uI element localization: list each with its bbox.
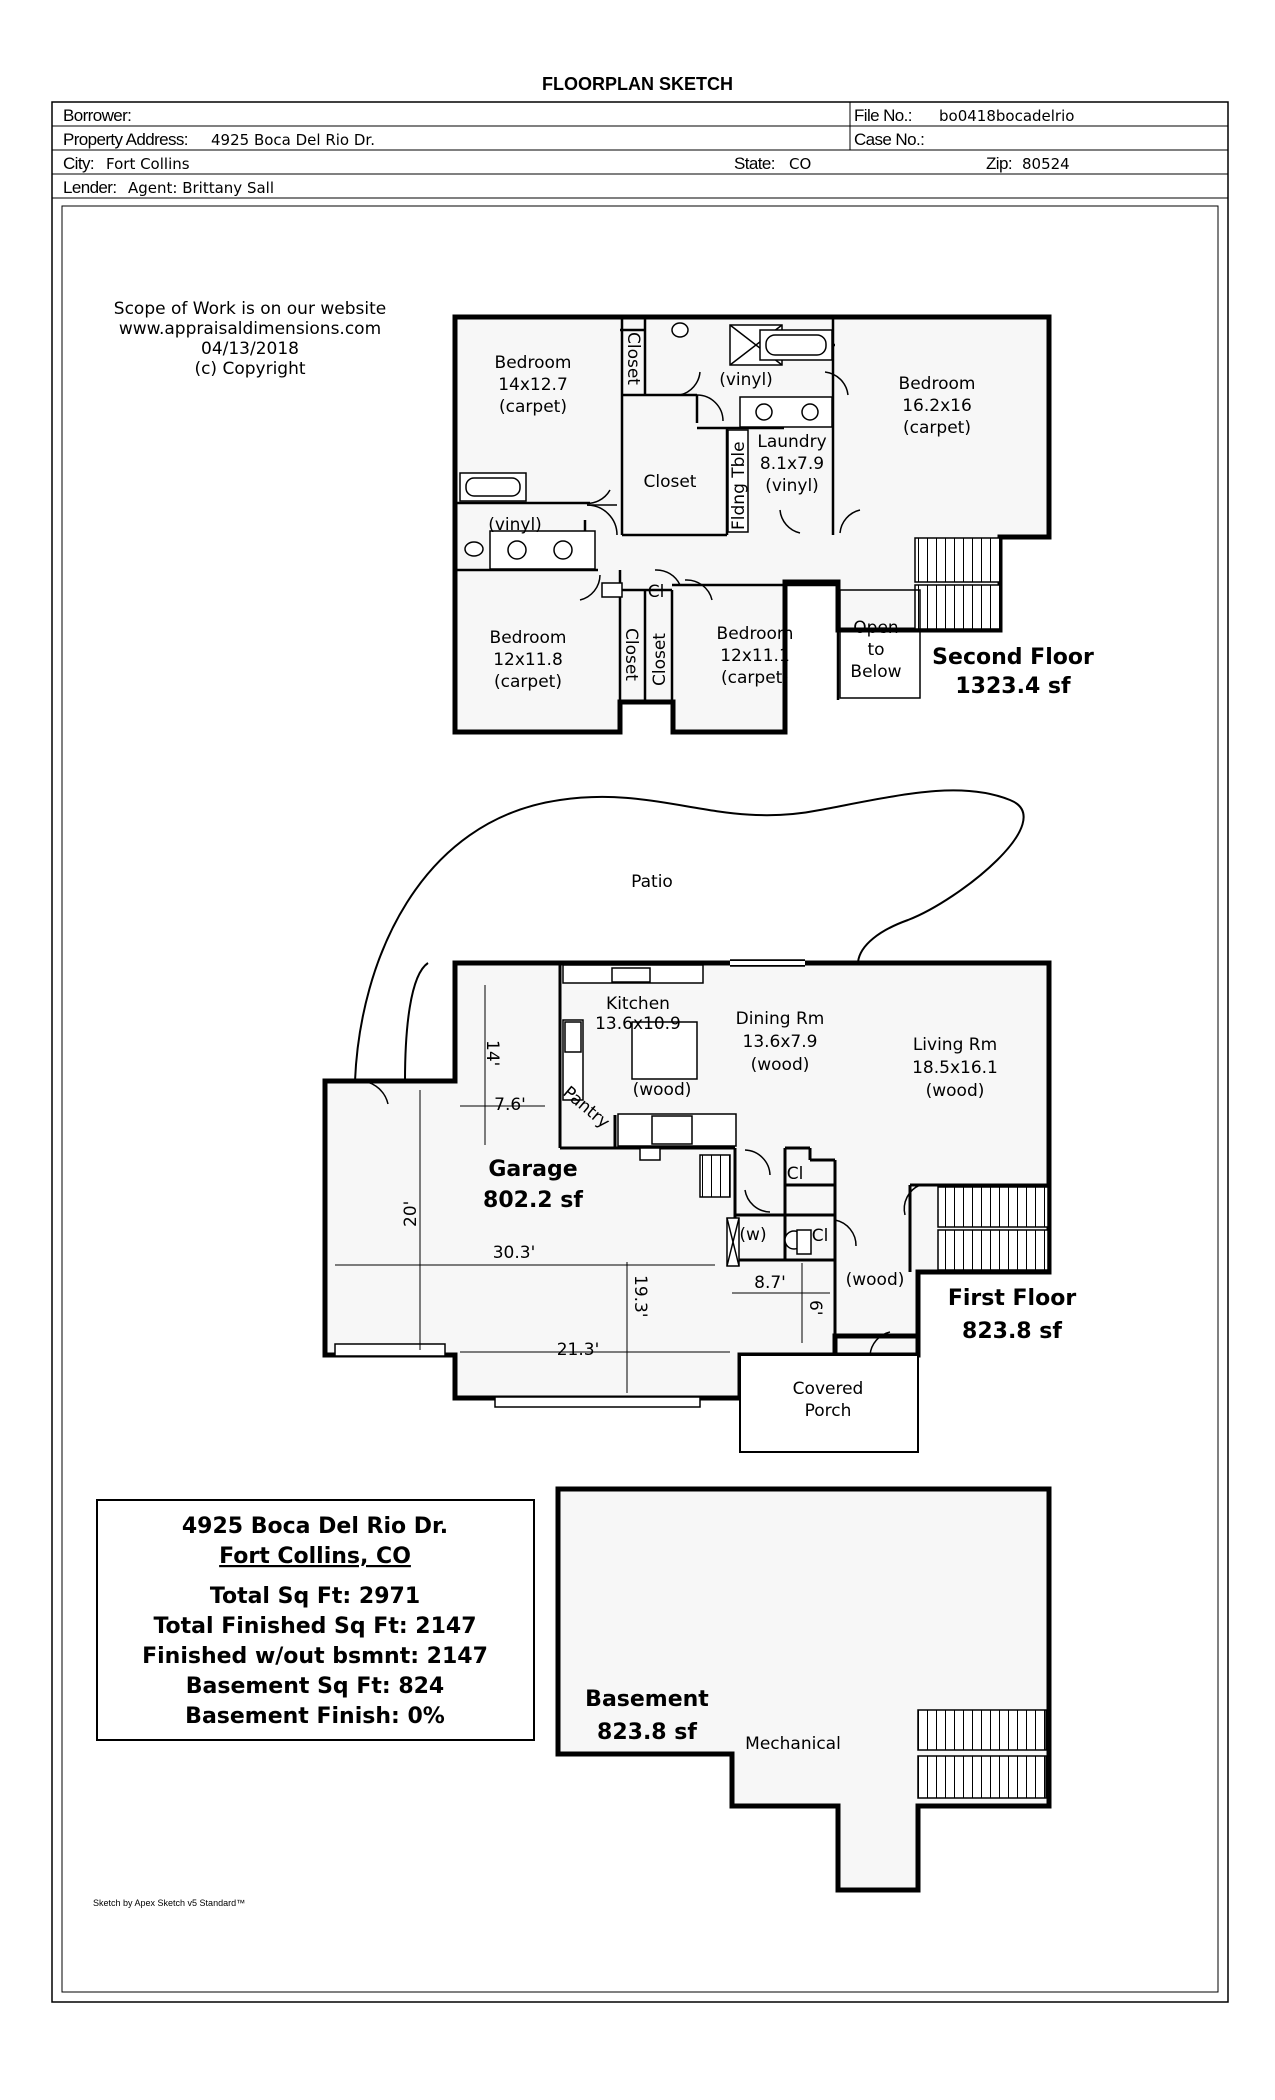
bedroom-ne-floor: (carpet) bbox=[903, 418, 971, 438]
powder-room-label: (w) bbox=[739, 1225, 766, 1245]
scope-note-line4: (c) Copyright bbox=[194, 359, 305, 379]
file-no-value: bo0418bocadelrio bbox=[939, 107, 1075, 125]
closet-low-b-label: Closet bbox=[650, 633, 670, 686]
dining-label: Dining Rm bbox=[736, 1009, 825, 1029]
basement-name: Basement bbox=[585, 1687, 709, 1712]
summary-address: 4925 Boca Del Rio Dr. bbox=[182, 1514, 448, 1539]
first-floor-plan: Patio Kitchen 13.6x10.9 (wood) Dining Rm… bbox=[322, 789, 1076, 1453]
second-floor-area: 1323.4 sf bbox=[955, 674, 1071, 699]
bedroom-s-floor: (carpet) bbox=[721, 668, 789, 688]
cl-lower-label: Cl bbox=[812, 1226, 829, 1246]
living-floor: (wood) bbox=[926, 1081, 985, 1101]
lender-value: Agent: Brittany Sall bbox=[128, 179, 275, 197]
master-bath-floor: (vinyl) bbox=[719, 370, 773, 390]
dim-21-3: 21.3' bbox=[557, 1340, 600, 1360]
second-floor-plan: Bedroom 14x12.7 (carpet) Bedroom 16.2x16… bbox=[452, 314, 1094, 735]
living-label: Living Rm bbox=[913, 1035, 997, 1055]
garage-name: Garage bbox=[488, 1157, 577, 1182]
closet-mid-label: Closet bbox=[644, 472, 697, 492]
case-no-label: Case No.: bbox=[854, 130, 925, 149]
dim-19-3: 19.3' bbox=[630, 1275, 650, 1318]
file-no-label: File No.: bbox=[854, 106, 913, 125]
summary-basement-finish: Basement Finish: 0% bbox=[185, 1704, 445, 1729]
closet-top-label: Closet bbox=[623, 332, 643, 385]
patio-label: Patio bbox=[631, 872, 673, 892]
kitchen-label: Kitchen bbox=[606, 994, 670, 1014]
header-form-lines bbox=[51, 101, 1229, 2003]
dining-floor: (wood) bbox=[751, 1055, 810, 1075]
bedroom-ne-dims: 16.2x16 bbox=[902, 396, 972, 416]
living-dims: 18.5x16.1 bbox=[912, 1058, 998, 1078]
dim-20: 20' bbox=[401, 1201, 421, 1227]
hall-bath-floor: (vinyl) bbox=[488, 515, 542, 535]
dim-8-7: 8.7' bbox=[754, 1273, 786, 1293]
covered-porch-line2: Porch bbox=[805, 1401, 852, 1421]
open-below-line2: to bbox=[867, 640, 884, 660]
city-value: Fort Collins bbox=[106, 155, 190, 173]
state-value: CO bbox=[789, 155, 812, 173]
laundry-dims: 8.1x7.9 bbox=[760, 454, 824, 474]
basement-area: 823.8 sf bbox=[597, 1720, 697, 1745]
summary-finished-wo-bsmnt: Finished w/out bsmnt: 2147 bbox=[142, 1644, 488, 1669]
dining-dims: 13.6x7.9 bbox=[743, 1032, 818, 1052]
zip-value: 80524 bbox=[1022, 155, 1070, 173]
entry-floor: (wood) bbox=[846, 1270, 905, 1290]
bedroom-sw-floor: (carpet) bbox=[494, 672, 562, 692]
dim-14: 14' bbox=[482, 1040, 502, 1066]
sketch-footer: Sketch by Apex Sketch v5 Standard™ bbox=[93, 1898, 246, 1908]
mechanical-label: Mechanical bbox=[745, 1734, 841, 1754]
bedroom-nw-dims: 14x12.7 bbox=[498, 375, 568, 395]
closet-low-a-label: Closet bbox=[621, 628, 641, 681]
bedroom-nw-label: Bedroom bbox=[495, 353, 572, 373]
covered-porch-line1: Covered bbox=[793, 1379, 864, 1399]
dim-7-6: 7.6' bbox=[494, 1095, 526, 1115]
zip-label: Zip: bbox=[986, 154, 1013, 173]
second-floor-name: Second Floor bbox=[932, 645, 1094, 670]
property-address-value: 4925 Boca Del Rio Dr. bbox=[211, 131, 375, 149]
laundry-floor: (vinyl) bbox=[765, 476, 819, 496]
open-below-line1: Open bbox=[853, 618, 898, 638]
scope-note-line3: 04/13/2018 bbox=[201, 339, 299, 359]
state-label: State: bbox=[734, 154, 775, 173]
dim-30-3: 30.3' bbox=[493, 1243, 536, 1263]
bedroom-nw-floor: (carpet) bbox=[499, 397, 567, 417]
bedroom-sw-label: Bedroom bbox=[490, 628, 567, 648]
summary-city: Fort Collins, CO bbox=[219, 1544, 411, 1569]
cl-small-label: Cl bbox=[648, 582, 665, 602]
bedroom-sw-dims: 12x11.8 bbox=[493, 650, 563, 670]
scope-note: Scope of Work is on our website www.appr… bbox=[114, 299, 386, 379]
bedroom-ne-label: Bedroom bbox=[899, 374, 976, 394]
borrower-label: Borrower: bbox=[63, 106, 132, 125]
bedroom-s-dims: 12x11.1 bbox=[720, 646, 790, 666]
summary-box: 4925 Boca Del Rio Dr. Fort Collins, CO T… bbox=[96, 1499, 535, 1741]
basement-plan: Basement 823.8 sf Mechanical bbox=[555, 1486, 1052, 1893]
kitchen-dims: 13.6x10.9 bbox=[595, 1014, 681, 1034]
folding-table-label: Fldng Tble bbox=[729, 441, 749, 530]
laundry-label: Laundry bbox=[757, 432, 826, 452]
bedroom-s-label: Bedroom bbox=[717, 624, 794, 644]
dim-6: 6' bbox=[805, 1300, 825, 1316]
open-below-line3: Below bbox=[850, 662, 901, 682]
scope-note-line1: Scope of Work is on our website bbox=[114, 299, 386, 319]
garage-area: 802.2 sf bbox=[483, 1188, 583, 1213]
lender-label: Lender: bbox=[63, 178, 117, 197]
page-title: FLOORPLAN SKETCH bbox=[542, 74, 733, 94]
summary-total-finished: Total Finished Sq Ft: 2147 bbox=[153, 1614, 476, 1639]
cl-upper-label: Cl bbox=[787, 1164, 804, 1184]
property-address-label: Property Address: bbox=[63, 130, 189, 149]
first-floor-area: 823.8 sf bbox=[962, 1319, 1062, 1344]
summary-total-sqft: Total Sq Ft: 2971 bbox=[210, 1584, 420, 1609]
first-floor-name: First Floor bbox=[948, 1286, 1076, 1311]
scope-note-line2: www.appraisaldimensions.com bbox=[119, 319, 381, 339]
summary-basement-sqft: Basement Sq Ft: 824 bbox=[186, 1674, 445, 1699]
city-label: City: bbox=[63, 154, 95, 173]
kitchen-floor: (wood) bbox=[633, 1080, 692, 1100]
